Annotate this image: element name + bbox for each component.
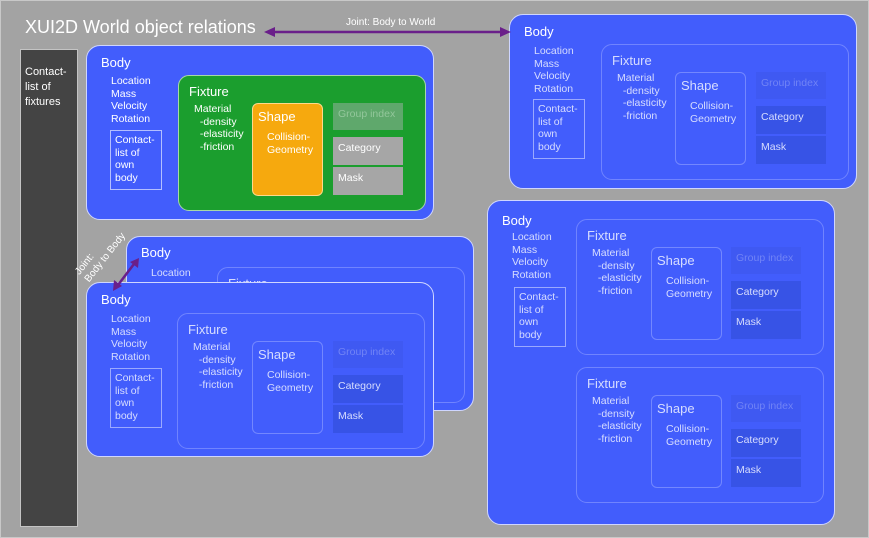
shape-title: Shape bbox=[258, 109, 296, 124]
category-cell: Category bbox=[756, 106, 826, 134]
group-index-cell: Group index bbox=[333, 103, 403, 130]
joint-body-to-world-arrow bbox=[264, 27, 511, 37]
body-properties: Location Mass Velocity Rotation bbox=[111, 75, 151, 125]
fixture-material: Material -density -elasticity -friction bbox=[592, 247, 642, 297]
mask-cell: Mask bbox=[333, 167, 403, 195]
body-title: Body bbox=[101, 55, 131, 70]
shape-geometry: Collision- Geometry bbox=[267, 369, 314, 394]
body-properties: Location Mass Velocity Rotation bbox=[534, 45, 574, 95]
shape-box-highlighted: Shape Collision- Geometry bbox=[252, 103, 323, 196]
fixture-title: Fixture bbox=[189, 84, 229, 99]
body-title: Body bbox=[502, 213, 532, 228]
fixture-box: Fixture Material -density -elasticity -f… bbox=[177, 313, 425, 449]
own-contact-list: Contact- list of own body bbox=[514, 287, 566, 347]
world-contact-list: Contact- list of fixtures bbox=[20, 49, 78, 527]
shape-box: Shape Collision- Geometry bbox=[252, 341, 323, 434]
world-contact-list-label: Contact- list of fixtures bbox=[25, 66, 67, 108]
body-properties: Location Mass Velocity Rotation bbox=[512, 231, 552, 281]
shape-box: Shape Collision- Geometry bbox=[675, 72, 746, 165]
fixture-title: Fixture bbox=[188, 322, 228, 337]
fixture-box: Fixture Material -density -elasticity -f… bbox=[576, 219, 824, 355]
shape-title: Shape bbox=[657, 401, 695, 416]
body-title: Body bbox=[524, 24, 554, 39]
body-title: Body bbox=[141, 245, 171, 260]
fixture-material: Material -density -elasticity -friction bbox=[592, 395, 642, 445]
group-index-cell: Group index bbox=[333, 341, 403, 368]
joint-body-to-world-label: Joint: Body to World bbox=[346, 17, 436, 28]
group-index-cell: Group index bbox=[756, 72, 826, 99]
body-title: Body bbox=[101, 292, 131, 307]
body-box-multi-fixture: Body Location Mass Velocity Rotation Con… bbox=[487, 200, 835, 525]
shape-geometry: Collision- Geometry bbox=[666, 423, 713, 448]
shape-geometry: Collision- Geometry bbox=[690, 100, 737, 125]
shape-geometry: Collision- Geometry bbox=[666, 275, 713, 300]
body-properties: Location Mass Velocity Rotation bbox=[111, 313, 151, 363]
category-cell: Category bbox=[333, 137, 403, 165]
own-contact-list: Contact- list of own body bbox=[533, 99, 585, 159]
group-index-cell: Group index bbox=[731, 247, 801, 274]
fixture-material: Material -density -elasticity -friction bbox=[194, 103, 244, 153]
group-index-cell: Group index bbox=[731, 395, 801, 422]
fixture-title: Fixture bbox=[587, 228, 627, 243]
category-cell: Category bbox=[731, 281, 801, 309]
mask-cell: Mask bbox=[756, 136, 826, 164]
category-cell: Category bbox=[731, 429, 801, 457]
mask-cell: Mask bbox=[731, 459, 801, 487]
diagram-title: XUI2D World object relations bbox=[25, 17, 256, 37]
shape-geometry: Collision- Geometry bbox=[267, 131, 314, 156]
fixture-material: Material -density -elasticity -friction bbox=[617, 72, 667, 122]
fixture-box-highlighted: Fixture Material -density -elasticity -f… bbox=[178, 75, 426, 211]
fixture-title: Fixture bbox=[612, 53, 652, 68]
category-cell: Category bbox=[333, 375, 403, 403]
joint-body-to-body-arrow bbox=[113, 258, 139, 291]
fixture-material: Material -density -elasticity -friction bbox=[193, 341, 243, 391]
mask-cell: Mask bbox=[333, 405, 403, 433]
own-contact-list: Contact- list of own body bbox=[110, 130, 162, 190]
own-contact-list: Contact- list of own body bbox=[110, 368, 162, 428]
shape-title: Shape bbox=[657, 253, 695, 268]
shape-title: Shape bbox=[258, 347, 296, 362]
shape-title: Shape bbox=[681, 78, 719, 93]
mask-cell: Mask bbox=[731, 311, 801, 339]
fixture-box: Fixture Material -density -elasticity -f… bbox=[601, 44, 849, 180]
shape-box: Shape Collision- Geometry bbox=[651, 395, 722, 488]
shape-box: Shape Collision- Geometry bbox=[651, 247, 722, 340]
body-box-highlighted: Body Location Mass Velocity Rotation Con… bbox=[86, 45, 434, 220]
body-box-joined-front: Body Location Mass Velocity Rotation Con… bbox=[86, 282, 434, 457]
fixture-box: Fixture Material -density -elasticity -f… bbox=[576, 367, 824, 503]
fixture-title: Fixture bbox=[587, 376, 627, 391]
body-box-world-joined: Body Location Mass Velocity Rotation Con… bbox=[509, 14, 857, 189]
